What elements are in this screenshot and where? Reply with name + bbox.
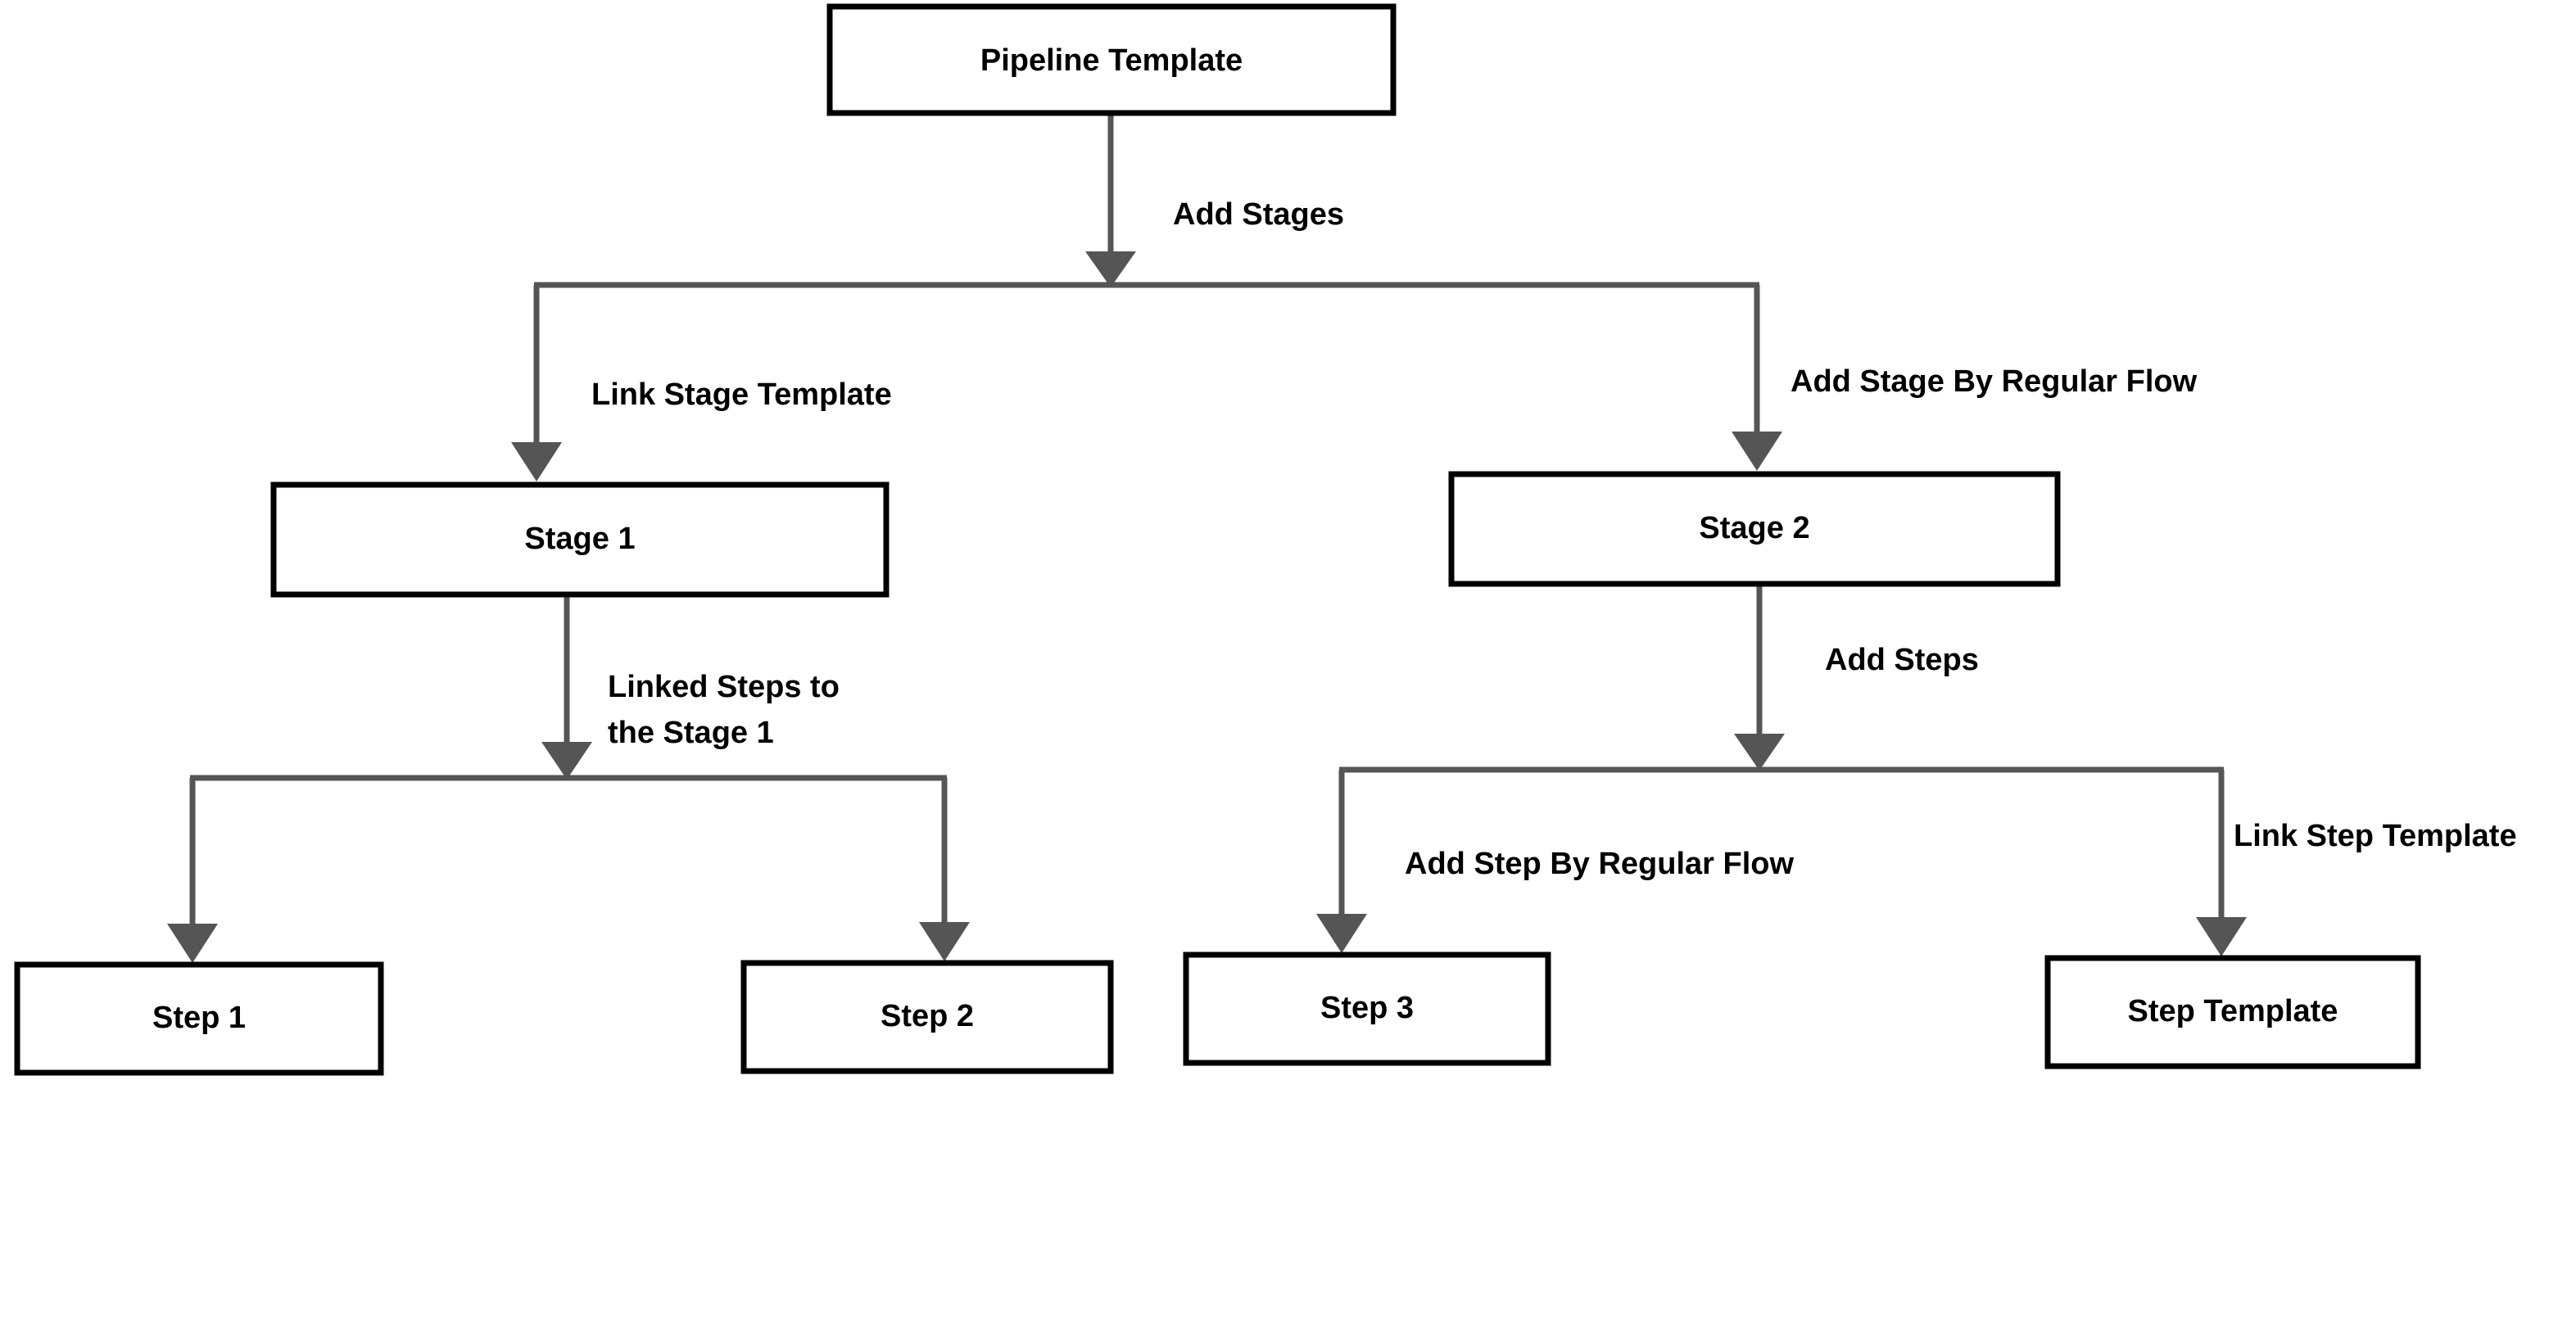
edge-label-add-step-by-regular-flow: Add Step By Regular Flow [1405, 847, 1794, 881]
edge-add-stages [1085, 113, 1136, 287]
node-stage-1-label: Stage 1 [524, 522, 635, 556]
edge-link-stage-template-arrowhead [511, 442, 562, 481]
node-pipeline-template-label: Pipeline Template [980, 43, 1243, 78]
edge-to-step-3 [1316, 770, 1367, 953]
node-step-2-label: Step 2 [881, 999, 974, 1033]
edge-add-stages-arrowhead [1085, 251, 1136, 287]
edge-label-add-stage-by-regular-flow: Add Stage By Regular Flow [1791, 364, 2198, 399]
edge-linked-steps-arrowhead [541, 742, 592, 780]
edge-add-steps-arrowhead [1734, 734, 1785, 771]
edge-to-step-2-arrowhead [919, 922, 970, 961]
node-step-template[interactable]: Step Template [2044, 955, 2421, 1069]
edge-link-stage-template [511, 285, 562, 481]
edge-label-linked-steps-line-2: the Stage 1 [608, 716, 774, 750]
edge-label-linked-steps-line-1: Linked Steps to [608, 670, 840, 704]
edge-to-step-template [2196, 770, 2247, 956]
node-step-1[interactable]: Step 1 [14, 961, 384, 1076]
node-stage-2-label: Stage 2 [1699, 511, 1809, 545]
node-pipeline-template-box[interactable] [826, 3, 1397, 116]
node-stage-2-box[interactable] [1448, 471, 2061, 587]
node-step-3-label: Step 3 [1320, 991, 1414, 1025]
node-step-template-label: Step Template [2128, 994, 2338, 1028]
edge-label-link-step-template: Link Step Template [2234, 819, 2517, 853]
node-step-2[interactable]: Step 2 [740, 960, 1114, 1074]
edge-add-stage-regular-flow [1732, 285, 1782, 471]
edge-linked-steps [541, 596, 592, 780]
node-step-1-box[interactable] [14, 961, 384, 1076]
node-stage-1-box[interactable] [270, 481, 890, 598]
edge-to-step-1-arrowhead [167, 924, 218, 963]
edge-to-step-1 [167, 778, 218, 963]
edge-label-add-steps: Add Steps [1825, 643, 1979, 677]
edge-add-stage-regular-flow-arrowhead [1732, 432, 1782, 471]
node-pipeline-template[interactable]: Pipeline Template [826, 3, 1397, 116]
edge-label-add-stages: Add Stages [1173, 197, 1344, 232]
node-step-template-box[interactable] [2044, 955, 2421, 1069]
node-step-3-box[interactable] [1183, 952, 1551, 1066]
edge-to-step-3-arrowhead [1316, 914, 1367, 953]
edge-label-link-stage-template: Link Stage Template [591, 377, 892, 412]
node-stage-2[interactable]: Stage 2 [1448, 471, 2061, 587]
node-step-2-box[interactable] [740, 960, 1114, 1074]
node-step-1-label: Step 1 [152, 1001, 246, 1035]
edge-to-step-2 [919, 778, 970, 961]
node-step-3[interactable]: Step 3 [1183, 952, 1551, 1066]
edge-label-linked-steps-to-stage-1: Linked Steps to the Stage 1 [608, 670, 840, 750]
edge-to-step-template-arrowhead [2196, 917, 2247, 956]
edge-add-steps [1734, 585, 1785, 771]
node-stage-1[interactable]: Stage 1 [270, 481, 890, 598]
